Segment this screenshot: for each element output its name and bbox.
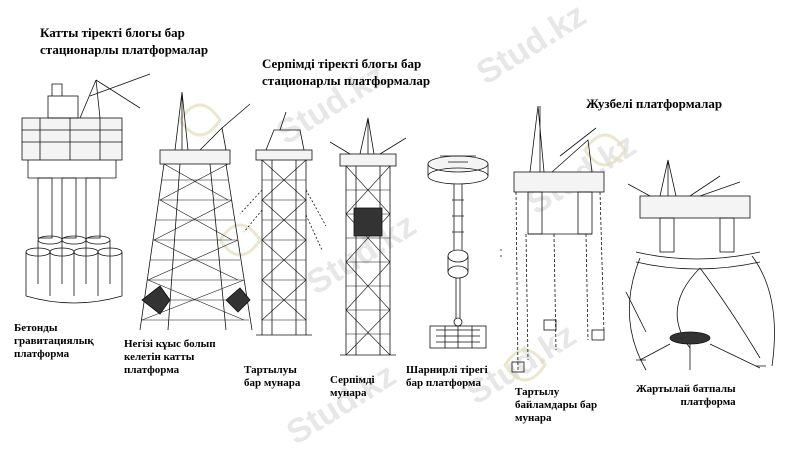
header-rigid-platforms: Катты тіректі блогы бар стационарлы плат…	[40, 25, 209, 57]
tension-leg-platform	[500, 105, 605, 373]
concrete-gravity-platform	[21, 73, 151, 304]
semi-submersible-platform	[625, 159, 775, 371]
rigid-jacket-platform	[139, 91, 253, 331]
label-guyed-tower: Тартылуы бар мунара	[244, 364, 301, 389]
label-articulated-platform: Шарнирлі тірегі бар платформа	[406, 364, 488, 389]
label-compliant-tower: Серпімді мунара	[330, 374, 375, 399]
label-rigid-jacket: Негізі кұыс болып келетін катты платформ…	[124, 338, 216, 376]
compliant-tower	[329, 117, 407, 356]
label-semi-submersible: Жартылай батпалы платформа	[636, 383, 736, 408]
label-concrete-gravity: Бетонды гравитациялық платформа	[14, 322, 94, 360]
header-flexible-platforms: Серпімді тіректі блогы бар стационарлы п…	[262, 56, 431, 88]
articulated-platform	[427, 155, 489, 349]
guyed-tower	[239, 111, 327, 336]
header-floating-platforms: Жузбелі платформалар	[586, 96, 723, 111]
label-tension-leg: Тартылу байламдары бар мунара	[515, 386, 598, 424]
watermark-logo	[178, 103, 627, 382]
